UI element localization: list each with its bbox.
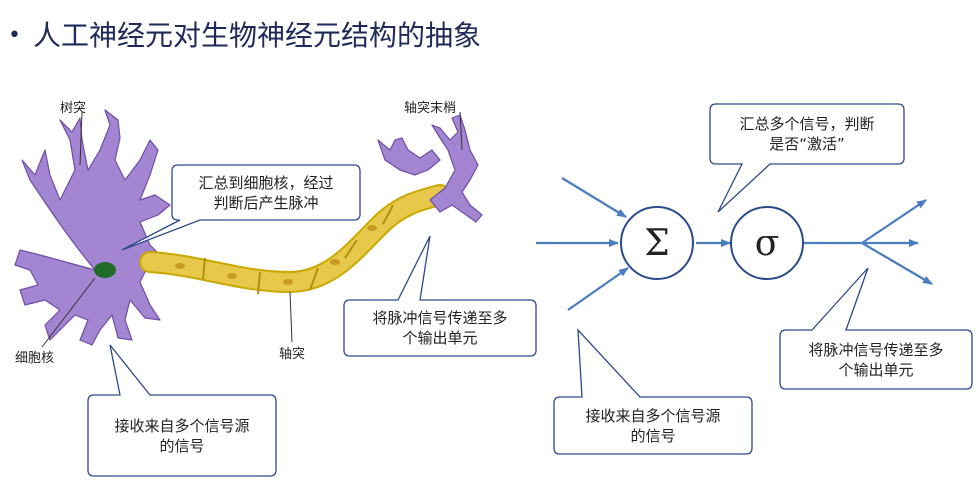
nucleus-label: 细胞核 bbox=[15, 351, 55, 366]
callout-line: 将脉冲信号传递至多 bbox=[808, 340, 944, 359]
model-callouts bbox=[553, 103, 973, 455]
output-arrow-bottom bbox=[861, 242, 933, 285]
callout-line: 的信号 bbox=[159, 436, 205, 455]
activation-node bbox=[730, 206, 804, 280]
callout-line: 的信号 bbox=[630, 426, 676, 445]
callout-line: 个输出单元 bbox=[402, 329, 478, 347]
input-arrow-top bbox=[561, 177, 627, 218]
callout-line: 判断后产生脉冲 bbox=[213, 193, 319, 212]
slide-title: • 人工神经元对生物神经元结构的抽象 bbox=[8, 14, 481, 54]
input-arrow-bottom bbox=[567, 267, 629, 311]
biological-neuron bbox=[14, 109, 483, 348]
activation-symbol: σ bbox=[754, 222, 780, 264]
callout-line: 个输出单元 bbox=[838, 360, 914, 379]
sum-symbol: Σ bbox=[644, 222, 670, 264]
callout-line: 接收来自多个信号源 bbox=[585, 406, 721, 425]
nucleus-shape bbox=[94, 262, 116, 278]
neuron-transmit-callout: 将脉冲信号传递至多 个输出单元 bbox=[344, 300, 536, 356]
artificial-neuron bbox=[536, 177, 933, 311]
output-arrow-top bbox=[861, 199, 927, 244]
model-sum-callout: 汇总多个信号，判断 是否“激活” bbox=[710, 104, 904, 164]
model-transmit-callout: 将脉冲信号传递至多 个输出单元 bbox=[780, 330, 972, 389]
title-text: 人工神经元对生物神经元结构的抽象 bbox=[32, 19, 481, 52]
sum-node bbox=[620, 206, 694, 280]
neuron-receive-callout: 接收来自多个信号源 的信号 bbox=[88, 395, 276, 476]
callout-line: 将脉冲信号传递至多 bbox=[372, 309, 508, 327]
callout-line: 接收来自多个信号源 bbox=[114, 416, 250, 435]
callout-line: 汇总多个信号，判断 bbox=[739, 115, 875, 133]
callout-line: 汇总到细胞核，经过 bbox=[198, 173, 334, 192]
neuron-callouts bbox=[87, 164, 537, 477]
callout-line: 是否“激活” bbox=[769, 135, 845, 153]
dendrite-label: 树突 bbox=[60, 101, 87, 116]
title-bullet: • bbox=[8, 23, 21, 48]
axon-label: 轴突 bbox=[279, 347, 306, 362]
model-receive-callout: 接收来自多个信号源 的信号 bbox=[554, 397, 752, 454]
axon-terminal-label: 轴突末梢 bbox=[404, 101, 457, 116]
neuron-sum-callout: 汇总到细胞核，经过 判断后产生脉冲 bbox=[172, 165, 360, 220]
